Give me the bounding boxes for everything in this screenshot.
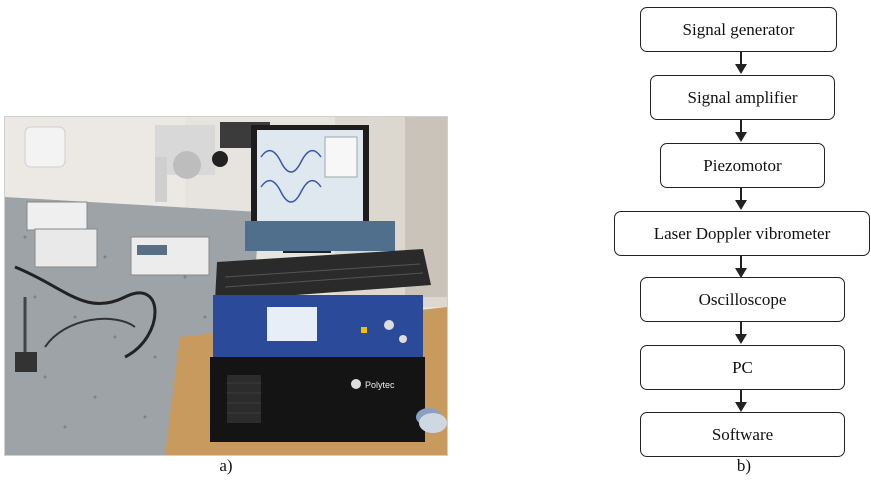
flow-step-signal-generator: Signal generator — [640, 7, 837, 52]
flow-step-oscilloscope: Oscilloscope — [640, 277, 845, 322]
flow-step-pc: PC — [640, 345, 845, 390]
flow-step-software: Software — [640, 412, 845, 457]
lab-setup-photo: Polytec — [4, 116, 448, 456]
flow-arrow — [735, 188, 747, 210]
flow-arrow — [735, 256, 747, 278]
flow-arrow — [735, 120, 747, 142]
flow-arrow — [735, 322, 747, 344]
flow-arrow — [735, 52, 747, 74]
device-brand-label: Polytec — [365, 380, 395, 390]
flow-step-signal-amplifier: Signal amplifier — [650, 75, 835, 120]
caption-b: b) — [736, 456, 752, 475]
flow-arrow — [735, 390, 747, 412]
flow-step-piezomotor: Piezomotor — [660, 143, 825, 188]
caption-a: a) — [219, 456, 233, 475]
flow-step-laser-doppler-vibrometer: Laser Doppler vibrometer — [614, 211, 870, 256]
